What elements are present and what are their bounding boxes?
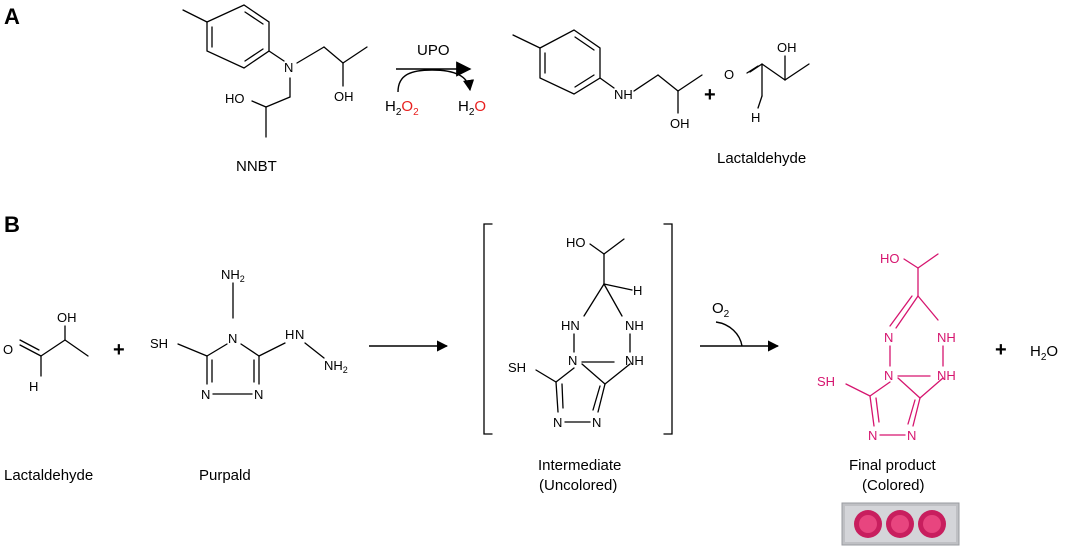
- intermediate-hydroxyl: HO: [566, 235, 586, 250]
- intermediate-h: H: [633, 283, 642, 298]
- intermediate-nh-top: NH: [625, 318, 644, 333]
- plus-sign-b1: +: [113, 339, 125, 361]
- hydrogen-peroxide-label: H2O2: [385, 98, 419, 118]
- intermediate-ring-n1: N: [553, 415, 562, 430]
- lactaldehyde-structure-b: OH O H: [3, 310, 89, 394]
- final-ring-n-top: N: [884, 330, 893, 345]
- final-ring-n1: N: [868, 428, 877, 443]
- lactaldehyde-label-b: Lactaldehyde: [4, 467, 93, 484]
- oxidation-arrow: O2: [700, 300, 780, 352]
- lactaldehyde-a-hydroxyl: OH: [777, 40, 797, 55]
- intermediate-thiol: SH: [508, 360, 526, 375]
- final-ring-n-bridge: N: [884, 368, 893, 383]
- purpald-hydrazino-nh: H: [285, 327, 294, 342]
- panel-b-letter: B: [4, 212, 20, 237]
- purpald-thiol: SH: [150, 336, 168, 351]
- lactaldehyde-b-carbonyl-oxygen: O: [3, 342, 13, 357]
- aniline-product-structure: NH OH: [512, 29, 703, 131]
- intermediate-ring-n: N: [568, 353, 577, 368]
- purpald-amino-n: NH2: [221, 267, 245, 284]
- final-ring-n2: N: [907, 428, 916, 443]
- product-nh: NH: [614, 87, 633, 102]
- purpald-ring-n2: N: [254, 387, 263, 402]
- intermediate-label: Intermediate: [538, 457, 621, 474]
- enzyme-label: UPO: [417, 42, 450, 59]
- lactaldehyde-label-a: Lactaldehyde: [717, 150, 806, 167]
- plus-sign-a: +: [704, 84, 716, 106]
- lactaldehyde-b-aldehyde-h: H: [29, 379, 38, 394]
- nnbt-nitrogen: N: [284, 60, 293, 75]
- product-hydroxyl: OH: [670, 116, 690, 131]
- final-nh-top: NH: [937, 330, 956, 345]
- nnbt-hydroxyl-right: OH: [334, 89, 354, 104]
- nnbt-hydroxyl-left: HO: [225, 91, 245, 106]
- final-hydroxyl: HO: [880, 251, 900, 266]
- lactaldehyde-structure-a: OH O H: [724, 40, 810, 125]
- final-product-structure: HO N NH N NH SH N N: [817, 251, 956, 443]
- intermediate-structure: HO H HN NH N NH SH N N: [483, 223, 673, 435]
- purpald-label: Purpald: [199, 467, 251, 484]
- lactaldehyde-a-aldehyde-h: H: [751, 110, 760, 125]
- intermediate-ring-n2: N: [592, 415, 601, 430]
- oxygen-label: O2: [712, 300, 730, 320]
- upo-reaction-arrow: UPO H2O2 H2O: [385, 42, 486, 118]
- purpald-ring-n1: N: [201, 387, 210, 402]
- lactaldehyde-a-carbonyl-oxygen: O: [724, 67, 734, 82]
- plus-sign-b2: +: [995, 339, 1007, 361]
- nnbt-structure: N OH HO: [182, 4, 368, 138]
- intermediate-uncolored-label: (Uncolored): [539, 477, 617, 494]
- purpald-ring-n4: N: [228, 331, 237, 346]
- purpald-structure: NH2 N N N SH H N NH2: [150, 267, 348, 402]
- purpald-hydrazino-n: N: [295, 327, 304, 342]
- purpald-terminal-nh2: NH2: [324, 358, 348, 375]
- water-byproduct-label: H2O: [458, 98, 486, 118]
- intermediate-hn: HN: [561, 318, 580, 333]
- final-thiol: SH: [817, 374, 835, 389]
- final-product-label: Final product: [849, 457, 937, 474]
- well-plate-photo: [841, 502, 960, 546]
- nnbt-label: NNBT: [236, 158, 277, 175]
- final-product-colored-label: (Colored): [862, 477, 925, 494]
- lactaldehyde-b-hydroxyl: OH: [57, 310, 77, 325]
- water-product-label: H2O: [1030, 343, 1058, 363]
- panel-a-letter: A: [4, 4, 20, 29]
